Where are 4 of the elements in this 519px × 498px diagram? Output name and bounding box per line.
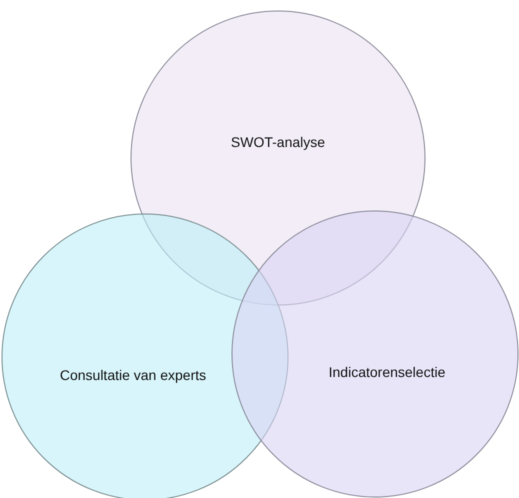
venn-circle: [231, 210, 519, 498]
circle-label: Indicatorenselectie: [328, 364, 446, 380]
circle-label: SWOT-analyse: [230, 134, 326, 150]
circle-label: Consultatie van experts: [58, 367, 208, 383]
